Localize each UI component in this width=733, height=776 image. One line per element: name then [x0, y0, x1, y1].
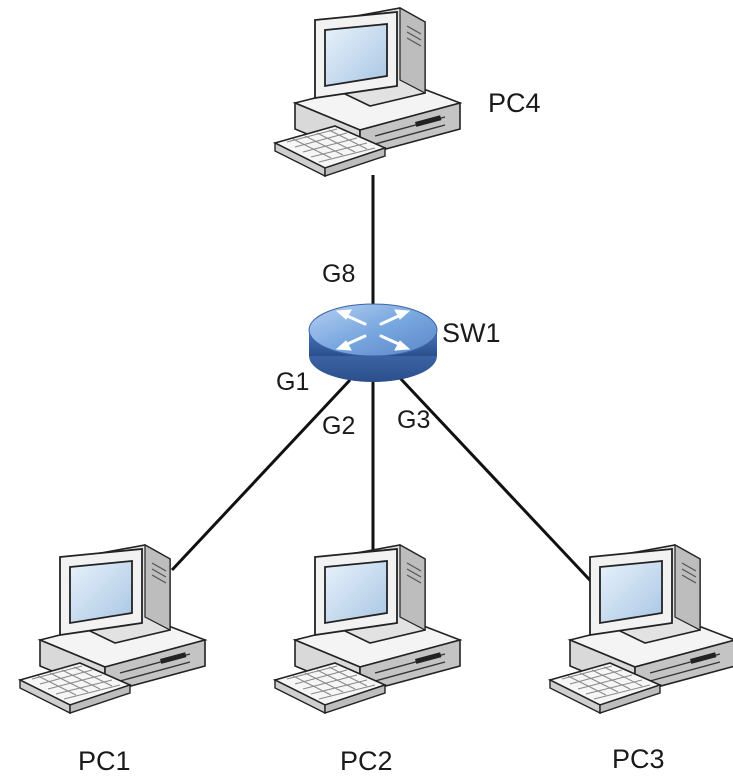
- desktop-computer-icon[interactable]: [274, 544, 461, 714]
- pc3-label: PC3: [612, 744, 665, 774]
- port-label-g1: G1: [276, 368, 309, 396]
- link-sw1-pc1: [170, 378, 352, 572]
- desktop-computer-icon[interactable]: [274, 7, 461, 177]
- pc2-label: PC2: [340, 746, 393, 776]
- link-sw1-pc3: [398, 376, 620, 612]
- pc4-label: PC4: [488, 88, 541, 118]
- port-label-g3: G3: [397, 406, 430, 434]
- port-label-g2: G2: [322, 412, 355, 440]
- switch-label: SW1: [442, 318, 501, 348]
- desktop-computer-icon[interactable]: [19, 544, 206, 714]
- network-switch-icon[interactable]: [308, 303, 438, 382]
- desktop-computer-icon[interactable]: [549, 544, 733, 714]
- pc1-label: PC1: [78, 746, 131, 776]
- port-label-g8: G8: [322, 260, 355, 288]
